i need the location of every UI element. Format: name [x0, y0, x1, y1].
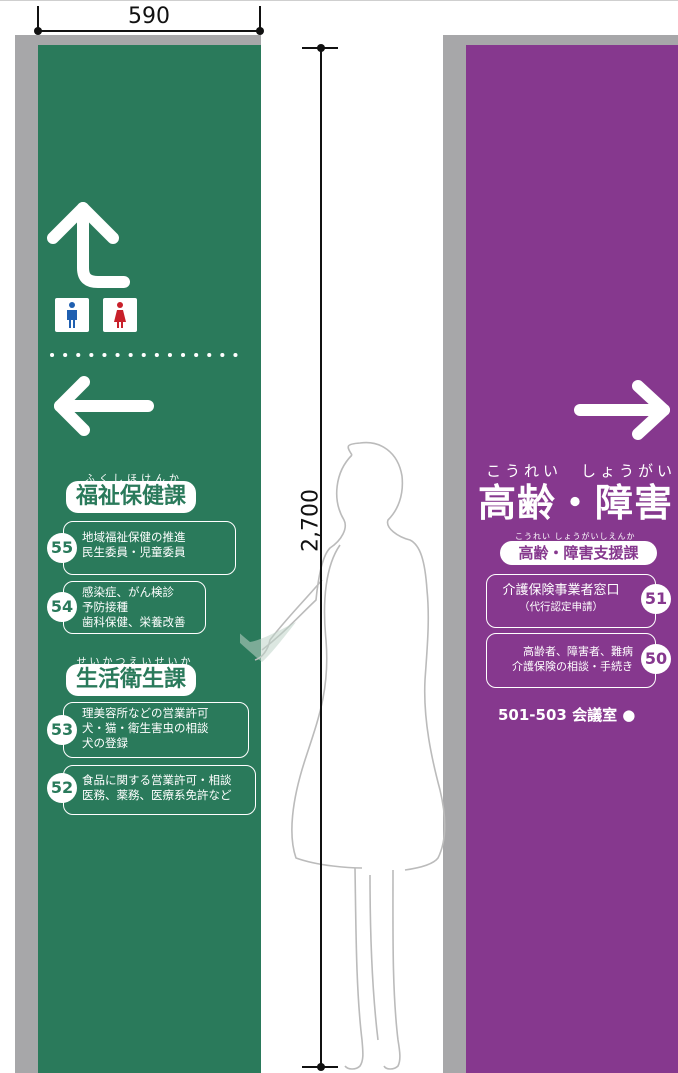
list-item-51: 介護保険事業者窓口 （代行認定申請） — [486, 574, 656, 628]
dotted-divider — [50, 353, 250, 357]
item-50-line1: 高齢者、障害者、難病 — [523, 645, 633, 658]
item-54-line3: 歯科保健、栄養改善 — [82, 615, 186, 629]
item-50-line2: 介護保険の相談・手続き — [512, 660, 633, 673]
item-55-line2: 民生委員・児童委員 — [82, 545, 186, 559]
list-item-53: 理美容所などの営業許可 犬・猫・衛生害虫の相談 犬の登録 — [63, 702, 249, 758]
top-rule — [0, 0, 678, 1]
list-item-52: 食品に関する営業許可・相談 医務、薬務、医療系免許など — [63, 765, 256, 815]
item-52-line1: 食品に関する営業許可・相談 — [82, 773, 232, 787]
female-restroom-icon — [103, 298, 137, 332]
arrow-up-turn-icon — [47, 202, 130, 288]
section1-ruby: ふくしほけんか — [85, 474, 183, 485]
male-restroom-icon — [55, 298, 89, 332]
height-dimension-line — [320, 48, 322, 1066]
purple-sign-side — [443, 35, 466, 1073]
width-label: 590 — [128, 4, 170, 29]
number-badge-51: 51 — [641, 584, 671, 614]
number-badge-52: 52 — [47, 773, 77, 803]
item-54-line1: 感染症、がん検診 — [82, 585, 174, 599]
arrow-left-icon — [54, 376, 154, 436]
section2-ruby: せいかつえいせいか — [76, 657, 194, 668]
human-silhouette — [240, 441, 446, 1070]
purple-sign-top — [443, 35, 678, 45]
number-badge-54: 54 — [47, 592, 77, 622]
item-53-line1: 理美容所などの営業許可 — [82, 706, 209, 720]
item-51-line1: 介護保険事業者窓口 — [502, 583, 620, 598]
list-item-55: 地域福祉保健の推進 民生委員・児童委員 — [63, 521, 236, 575]
number-badge-55: 55 — [47, 533, 77, 563]
number-badge-50: 50 — [641, 644, 671, 674]
height-dot-top — [317, 44, 325, 52]
item-51-line2: （代行認定申請） — [519, 601, 603, 613]
item-52-line2: 医務、薬務、医療系免許など — [82, 788, 232, 802]
height-label: 2,700 — [298, 489, 324, 552]
item-53-line2: 犬・猫・衛生害虫の相談 — [82, 721, 209, 735]
item-53-line3: 犬の登録 — [82, 736, 128, 750]
number-badge-53: 53 — [47, 715, 77, 745]
width-tick-right — [259, 6, 261, 32]
list-item-54: 感染症、がん検診 予防接種 歯科保健、栄養改善 — [63, 581, 206, 634]
section1-title: 福祉保健課 — [66, 481, 196, 513]
green-sign-side — [15, 35, 38, 1073]
main-title: 高齢・障害 — [478, 481, 674, 525]
room-label: 501-503 会議室 ● — [498, 706, 636, 724]
width-tick-left — [37, 6, 39, 32]
sub-title-ruby: こうれい しょうがいしえんか — [515, 532, 636, 541]
section2-title: 生活衛生課 — [66, 664, 196, 696]
width-dot-right — [256, 27, 264, 35]
arrow-right-icon — [574, 380, 670, 440]
item-54-line2: 予防接種 — [82, 600, 128, 614]
list-item-50: 高齢者、障害者、難病 介護保険の相談・手続き — [486, 633, 656, 688]
width-dot-left — [34, 27, 42, 35]
height-dot-bottom — [317, 1063, 325, 1071]
green-sign-top — [15, 35, 261, 45]
sub-title: 高齢・障害支援課 — [500, 541, 657, 565]
item-55-line1: 地域福祉保健の推進 — [82, 530, 186, 544]
main-title-ruby: こうれい しょうがい — [486, 462, 677, 480]
width-dimension-line — [38, 30, 260, 32]
